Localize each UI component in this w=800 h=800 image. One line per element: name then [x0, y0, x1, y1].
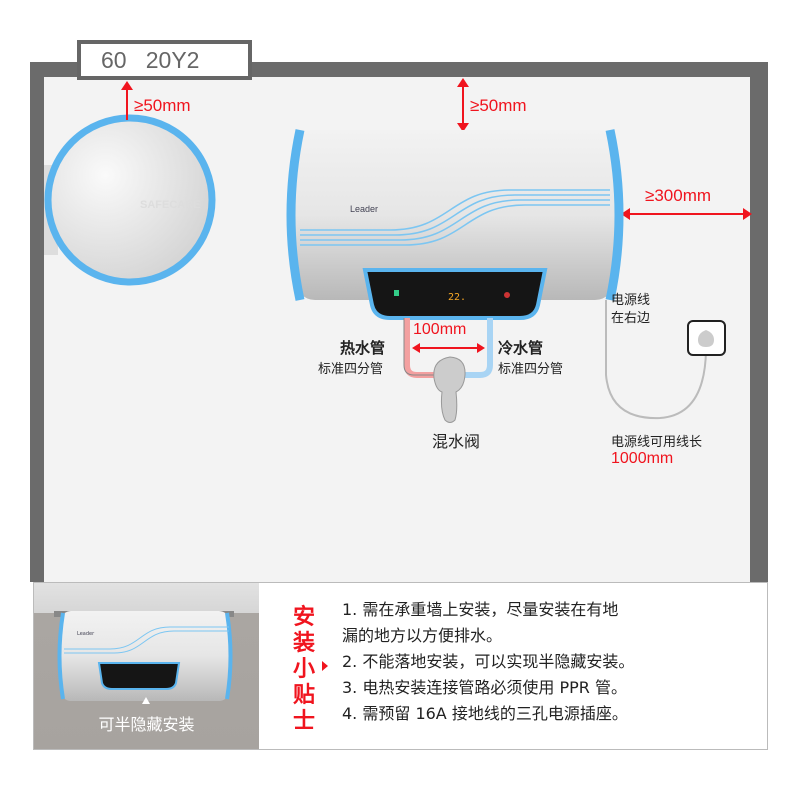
front-top-clearance: ≥50mm	[470, 96, 527, 115]
tip-item: 1. 需在承重墙上安装，尽量安装在有地	[342, 600, 619, 619]
hot-water-pipe-edge	[403, 318, 437, 376]
cold-pipe-title: 冷水管	[498, 339, 544, 357]
power-indicator-icon	[394, 290, 399, 296]
tips-title: 安装小贴士	[292, 605, 315, 734]
watermark: SAFECARE	[140, 199, 201, 211]
power-position-line2: 在右边	[611, 311, 651, 326]
cold-water-pipe	[460, 318, 493, 378]
brand-logo-small: Leader	[77, 631, 95, 637]
power-position: 电源线 在右边	[611, 292, 650, 328]
tip-item: 2. 不能落地安装，可以实现半隐藏安装。	[342, 652, 635, 671]
model-label: 60 20Y2	[77, 40, 252, 80]
mixing-valve-icon	[433, 356, 466, 423]
mixing-valve-label: 混水阀	[432, 432, 481, 451]
tips-panel: Leader 可半隐藏安装 安装小贴士 1. 需在承重墙上安装，尽量安装在有地 …	[33, 582, 768, 750]
semi-hidden-caption: 可半隐藏安装	[98, 715, 195, 734]
semi-hidden-install-image: Leader 可半隐藏安装	[34, 583, 259, 749]
brand-logo: Leader	[350, 204, 378, 214]
temperature-display: 22.	[448, 292, 466, 303]
cold-pipe-sub: 标准四分管	[498, 362, 564, 377]
power-position-line1: 电源线	[611, 293, 651, 308]
hot-pipe-sub: 标准四分管	[318, 362, 384, 377]
power-button-icon	[504, 292, 510, 298]
heater-left-cap	[286, 129, 305, 301]
heater-side-view	[44, 114, 216, 286]
side-top-clearance: ≥50mm	[134, 96, 191, 115]
tips-list: 1. 需在承重墙上安装，尽量安装在有地 漏的地方以方便排水。 2. 不能落地安装…	[342, 597, 634, 727]
hot-pipe-title: 热水管	[340, 339, 386, 357]
power-length-label: 电源线可用线长	[611, 435, 703, 450]
power-cord	[605, 300, 707, 420]
pipe-spacing: 100mm	[413, 321, 467, 338]
tip-item: 3. 电热安装连接管路必须使用 PPR 管。	[342, 678, 627, 697]
right-clearance: ≥300mm	[645, 186, 712, 205]
caret-right-icon	[322, 661, 328, 671]
tip-item: 漏的地方以方便排水。	[342, 626, 503, 645]
arrow-up-icon	[142, 697, 150, 704]
tip-item: 4. 需预留 16A 接地线的三孔电源插座。	[342, 704, 628, 723]
control-panel	[362, 268, 548, 320]
power-length-value: 1000mm	[611, 450, 674, 467]
semi-hidden-heater-image: Leader	[54, 611, 234, 704]
heater-right-cap	[605, 129, 624, 301]
